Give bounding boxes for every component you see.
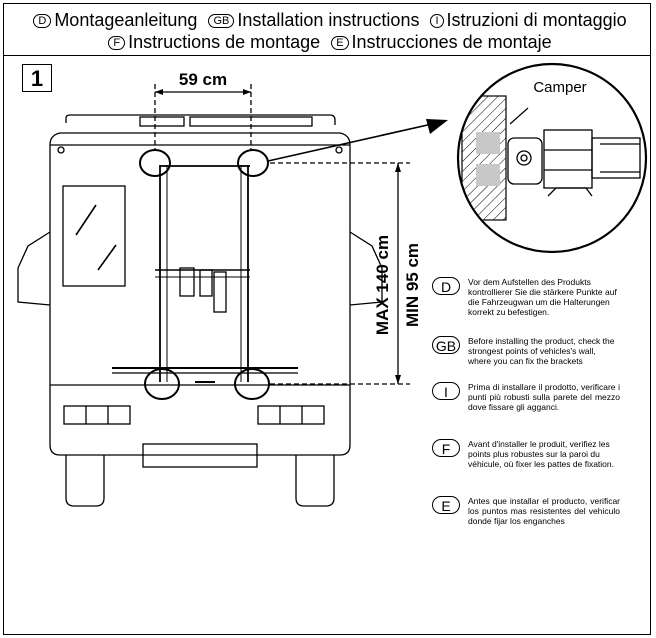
wheel-left [65, 455, 105, 507]
wall-section [461, 95, 507, 221]
lang-badge-e: E [331, 36, 349, 50]
height-arrow-top [395, 163, 401, 172]
width-label: 59 cm [179, 70, 227, 89]
lang-badge-gb: GB [208, 14, 235, 28]
roof-line [65, 114, 336, 125]
width-arrow-right [243, 89, 251, 95]
bracket-knob [516, 150, 532, 166]
instruction-de-text: Vor dem Aufstellen des Produkts kontroll… [468, 277, 617, 317]
bracket-body [507, 137, 543, 185]
lang-circle-gb: GB [432, 336, 460, 354]
mount-point-top-right [237, 149, 269, 177]
instruction-gb-text: Before installing the product, check the… [468, 336, 615, 366]
title-gb-text: Installation instructions [237, 10, 420, 30]
lang-badge-d: D [33, 14, 52, 28]
detail-label-leader [509, 107, 529, 125]
vehicle-body [49, 132, 351, 456]
reinforcement-top [476, 132, 500, 154]
mirror-left [17, 231, 51, 306]
clamp-base [547, 187, 593, 197]
mount-point-top-left [139, 149, 171, 177]
instruction-fr-text: Avant d'installer le produit, verifiez l… [468, 439, 614, 469]
title-de-text: Montageanleitung [54, 10, 198, 30]
max-height-label: MAX 140 cm [373, 235, 392, 335]
window-glare-1 [75, 204, 97, 236]
rear-window [62, 185, 126, 287]
wheel-right [295, 455, 335, 507]
detail-arrow-head [426, 119, 448, 134]
mirror-right [349, 231, 383, 306]
bike-clamp-3 [213, 271, 227, 313]
title-es-text: Instrucciones de montaje [351, 32, 552, 52]
tail-light-right [257, 405, 325, 425]
marker-light-right [335, 146, 343, 154]
instruction-it-text: Prima di installare il prodotto, verific… [468, 382, 620, 412]
detail-leader-line [267, 123, 433, 162]
roof-vent-left [139, 116, 185, 127]
instruction-es-text: Antes que installar el producto, verific… [468, 496, 620, 526]
height-arrow-bottom [395, 375, 401, 384]
min-height-label: MIN 95 cm [403, 243, 422, 327]
tail-light-left [63, 405, 131, 425]
reinforcement-bottom [476, 164, 500, 186]
lang-circle-d: D [432, 277, 460, 295]
title-fr-text: Instructions de montage [128, 32, 321, 52]
lang-badge-f: F [108, 36, 126, 50]
bike-clamp-1 [179, 267, 195, 297]
title-it-text: Istruzioni di montaggio [446, 10, 627, 30]
mount-point-bottom-left [144, 368, 180, 400]
detail-circle [456, 62, 648, 254]
camper-label: Camper [533, 79, 586, 96]
license-plate [142, 443, 258, 468]
width-arrow-left [155, 89, 163, 95]
tube-section [591, 137, 641, 179]
lang-badge-i: I [430, 14, 444, 28]
lang-circle-i: I [432, 382, 460, 400]
detail-content [461, 95, 641, 221]
lang-circle-f: F [432, 439, 460, 457]
lang-circle-e: E [432, 496, 460, 514]
bike-clamp-2 [199, 269, 213, 297]
clamp-body [543, 129, 593, 189]
marker-light-left [57, 146, 65, 154]
mount-point-bottom-right [234, 368, 270, 400]
step-number: 1 [22, 64, 52, 92]
window-glare-2 [97, 244, 117, 271]
